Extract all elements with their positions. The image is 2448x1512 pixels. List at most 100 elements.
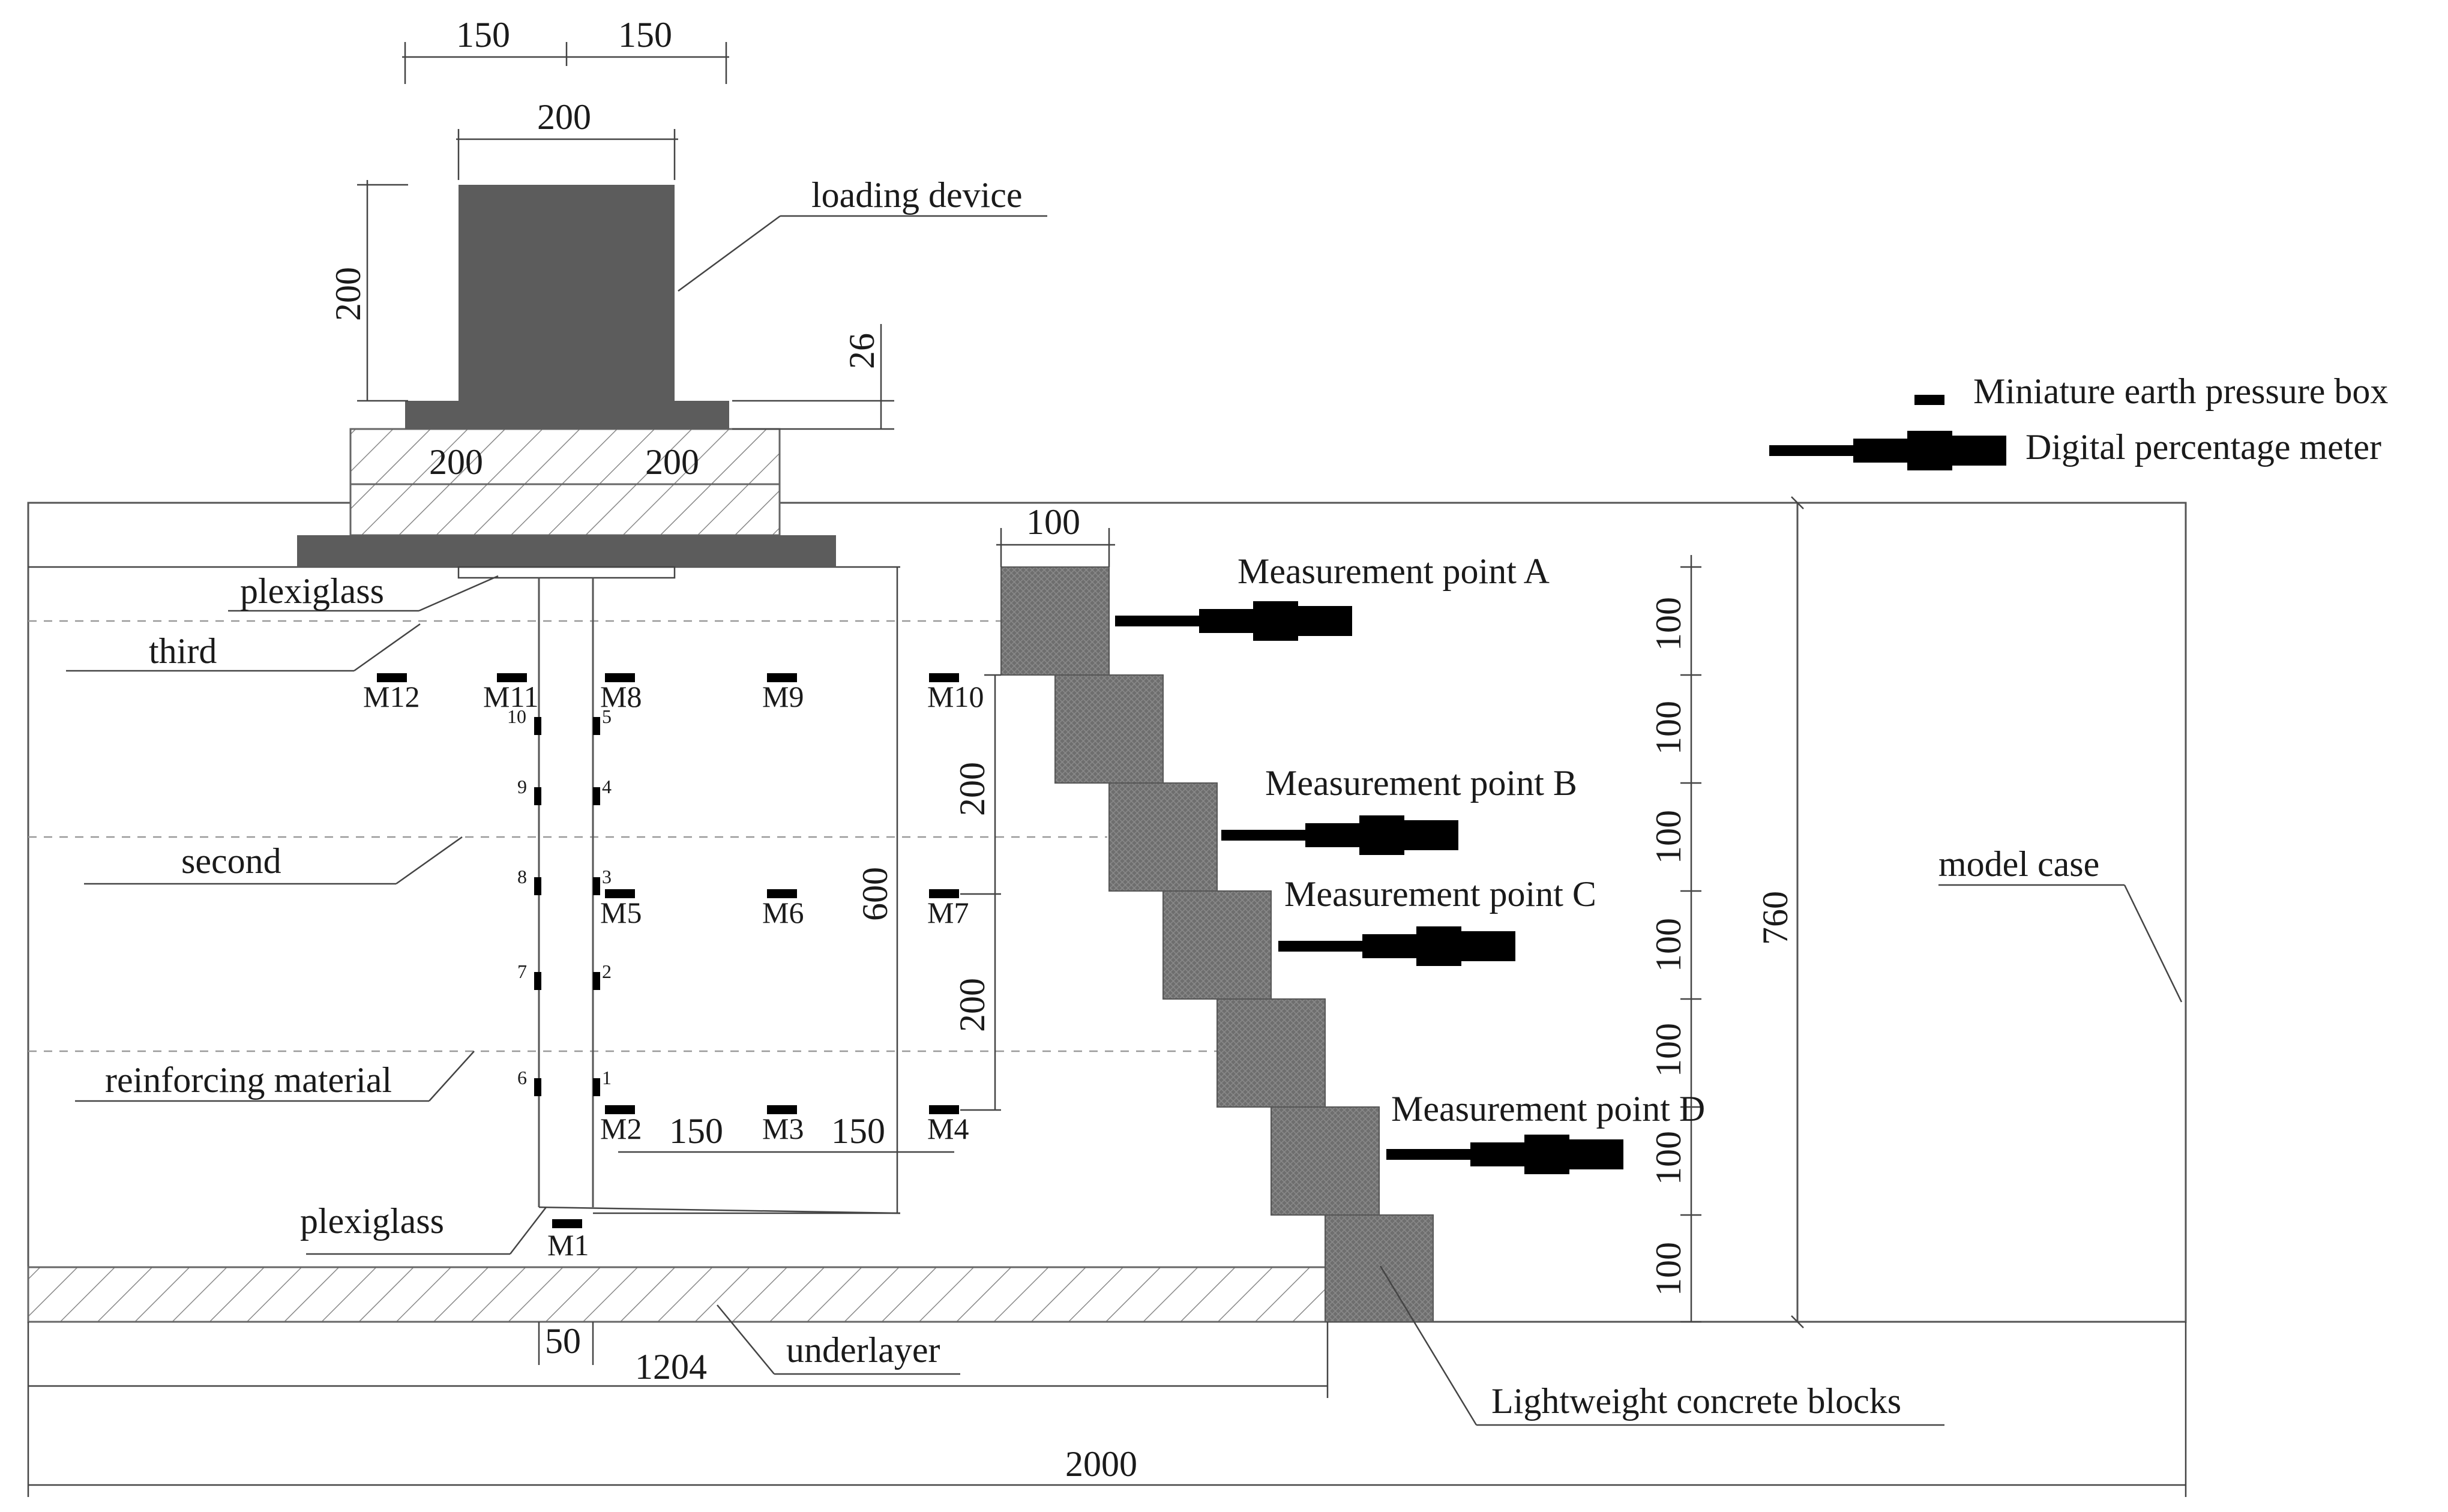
label-point-d: Measurement point D [1391, 1089, 1705, 1129]
dim-plate-thickness: 26 [842, 333, 882, 369]
marker-s7: 7 [517, 961, 527, 982]
dimension-lines [27, 42, 2187, 1497]
marker-s8: 8 [517, 866, 527, 887]
pressure-box-m5 [605, 889, 635, 898]
leader-lines [66, 215, 2183, 1426]
pressure-box-m8 [605, 673, 635, 682]
marker-m4: M4 [927, 1112, 969, 1145]
pressure-boxes [377, 673, 959, 1228]
block-4 [1162, 890, 1272, 1000]
block-2 [1054, 674, 1164, 784]
legend [1769, 395, 2006, 470]
small-marker-labels: 10 5 9 4 8 3 7 2 6 1 [507, 706, 612, 1088]
pressure-box-m12 [377, 673, 407, 682]
pressure-box-m3 [767, 1105, 797, 1114]
label-underlayer: underlayer [786, 1330, 940, 1370]
marker-s1: 1 [602, 1067, 612, 1088]
marker-s10: 10 [507, 706, 526, 727]
label-reinforcing-material: reinforcing material [105, 1060, 392, 1100]
dim-load-width: 200 [537, 97, 591, 137]
marker-labels: M12 M11 M8 M9 M10 M5 M6 M7 M2 M3 M4 M1 [363, 680, 984, 1262]
loading-column [459, 185, 675, 401]
dim-backfill-length: 1204 [635, 1347, 707, 1387]
label-lightweight-blocks: Lightweight concrete blocks [1491, 1381, 1901, 1421]
marker-m6: M6 [762, 896, 804, 929]
label-second: second [181, 841, 281, 881]
dim-step-3: 100 [1649, 810, 1688, 864]
percentage-meter-c [1278, 926, 1515, 966]
marker-s2: 2 [602, 961, 612, 982]
dim-block-width: 100 [1026, 502, 1080, 542]
label-plexiglass-bottom: plexiglass [300, 1201, 444, 1241]
marker-m3: M3 [762, 1112, 804, 1145]
marker-m1: M1 [547, 1228, 589, 1262]
pressure-box-m6 [767, 889, 797, 898]
dim-wall-height: 600 [855, 867, 895, 921]
pressure-box-m9 [767, 673, 797, 682]
pressure-box-m4 [929, 1105, 959, 1114]
legend-pressure-box-label: Miniature earth pressure box [1973, 371, 2388, 411]
pressure-box-m1 [552, 1219, 582, 1228]
plexiglass-top-plate [457, 566, 676, 579]
label-third: third [149, 631, 217, 671]
marker-s9: 9 [517, 776, 527, 797]
marker-m8: M8 [600, 680, 642, 713]
block-7 [1325, 1214, 1434, 1322]
lightweight-concrete-blocks [1000, 566, 1434, 1322]
marker-m12: M12 [363, 680, 420, 713]
marker-m2: M2 [600, 1112, 642, 1145]
dim-upper-200: 200 [952, 762, 992, 816]
block-3 [1108, 782, 1218, 892]
label-point-b: Measurement point B [1265, 763, 1577, 803]
pressure-box-m2 [605, 1105, 635, 1114]
dim-top-left-150: 150 [456, 15, 510, 55]
pressure-box-legend-icon [1914, 395, 1944, 405]
block-1 [1000, 566, 1110, 676]
dim-step-6: 100 [1649, 1131, 1688, 1185]
label-model-case: model case [1938, 844, 2099, 884]
marker-s6: 6 [517, 1067, 527, 1088]
loading-device [297, 185, 836, 579]
dim-plexi-width: 50 [545, 1321, 581, 1361]
percentage-meter-d [1386, 1135, 1623, 1174]
block-5 [1216, 998, 1326, 1108]
dim-step-1: 100 [1649, 597, 1688, 651]
sand-pad [349, 428, 781, 485]
marker-m11: M11 [483, 680, 539, 713]
dim-step-7: 100 [1649, 1242, 1688, 1296]
layer-lines [28, 620, 1218, 1052]
dim-pad-right: 200 [645, 442, 699, 482]
percentage-meter-b [1221, 815, 1458, 855]
dim-m-spacing-2: 150 [831, 1111, 885, 1151]
dim-load-height: 200 [328, 267, 368, 321]
dim-case-height: 760 [1755, 891, 1795, 945]
block-6 [1271, 1106, 1380, 1216]
label-point-a: Measurement point A [1238, 551, 1550, 591]
marker-m5: M5 [600, 896, 642, 929]
percentage-meter-legend-icon [1769, 431, 2006, 470]
dim-step-2: 100 [1649, 701, 1688, 755]
label-plexiglass-top: plexiglass [240, 571, 384, 611]
marker-s5: 5 [602, 706, 612, 727]
marker-s3: 3 [602, 866, 612, 887]
dim-m-spacing-1: 150 [669, 1111, 723, 1151]
marker-m10: M10 [927, 680, 984, 713]
pressure-box-m11 [497, 673, 527, 682]
dim-lower-200: 200 [952, 978, 992, 1032]
dimension-text: 150 150 200 200 26 200 200 100 200 200 6… [328, 15, 1795, 1484]
marker-m9: M9 [762, 680, 804, 713]
percentage-meter-a [1115, 601, 1352, 641]
pressure-box-m7 [929, 889, 959, 898]
dim-pad-left: 200 [429, 442, 483, 482]
dim-step-4: 100 [1649, 918, 1688, 972]
legend-percentage-meter-label: Digital percentage meter [2025, 427, 2381, 467]
side-pressure-boxes [534, 717, 600, 1096]
underlayer-layer [27, 1266, 1329, 1323]
label-point-c: Measurement point C [1284, 874, 1596, 914]
sand-pad-lower [349, 483, 781, 536]
marker-m7: M7 [927, 896, 969, 929]
loading-plate [405, 401, 729, 429]
dim-step-5: 100 [1649, 1023, 1688, 1077]
